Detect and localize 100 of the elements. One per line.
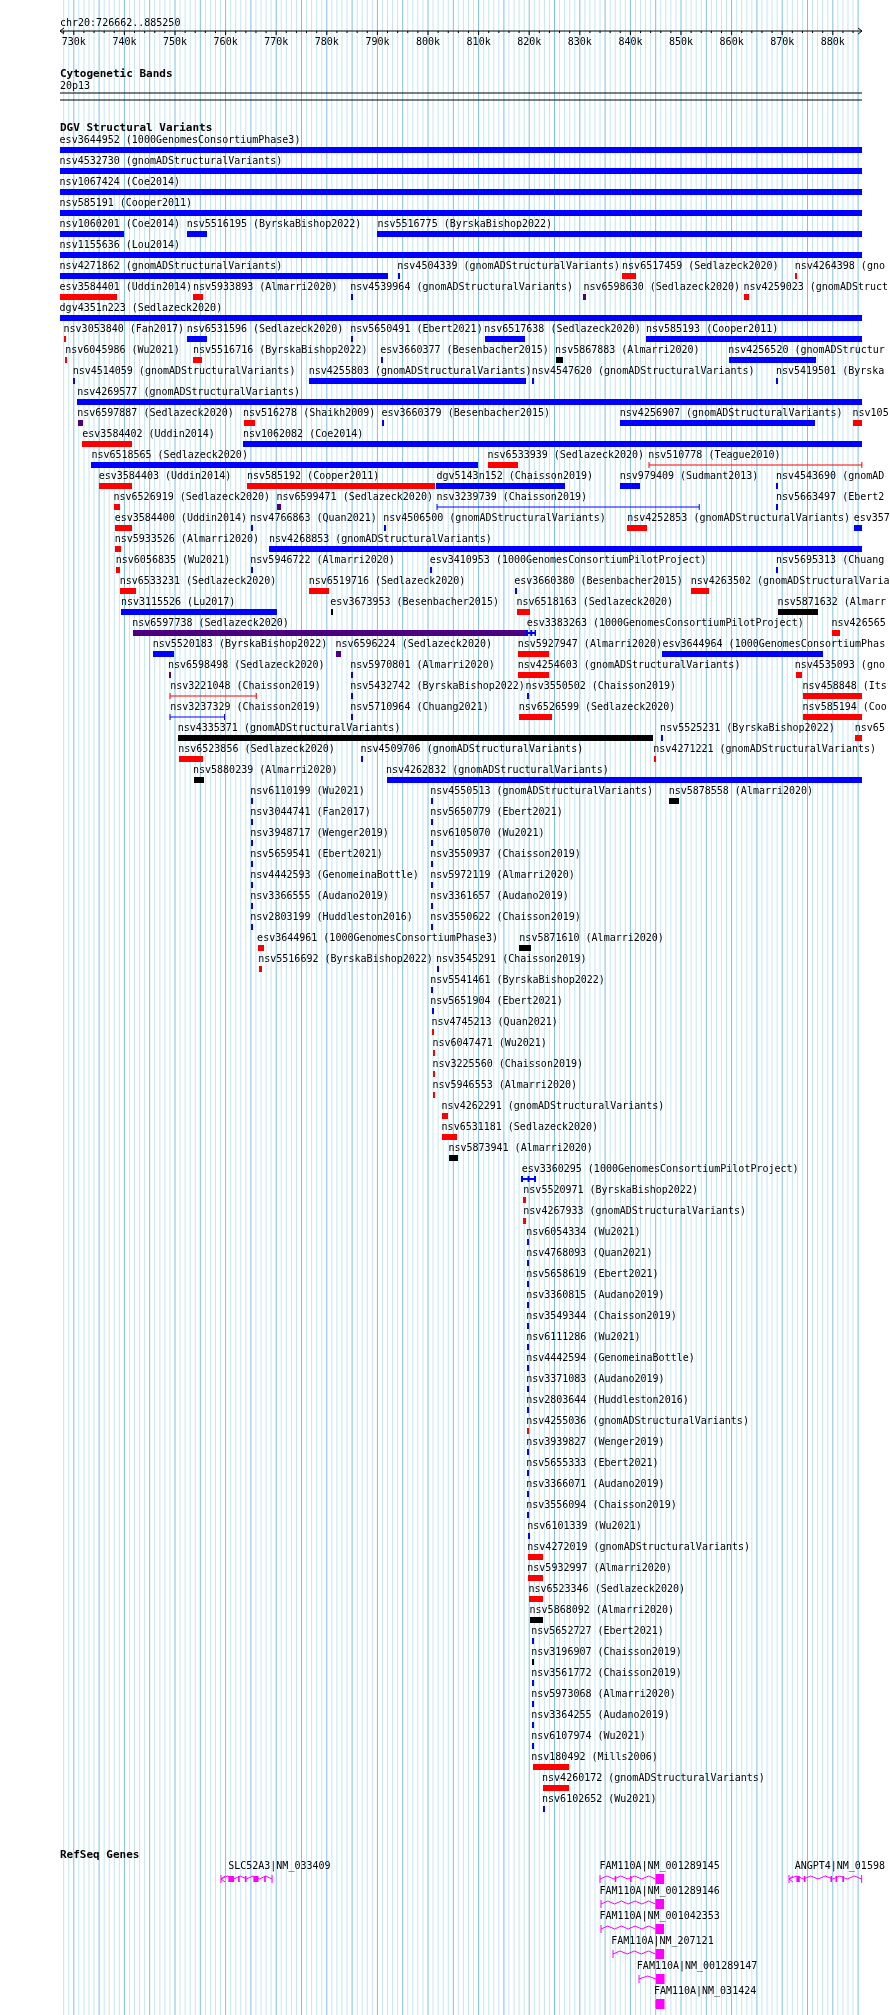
variant-label: nsv4335371 (gnomADStructuralVariants) bbox=[177, 722, 401, 734]
variant-label: nsv3556094 (Chaisson2019) bbox=[526, 1499, 677, 1511]
variant-label: nsv5946553 (Almarri2020) bbox=[432, 1079, 577, 1091]
variant-label: nsv105 bbox=[852, 407, 889, 419]
variant-label: nsv5419501 (Byrska bbox=[775, 365, 885, 377]
variant-label: nsv6526599 (Sedlazeck2020) bbox=[518, 701, 676, 713]
variant-label: nsv5663497 (Ebert2 bbox=[775, 491, 885, 503]
variant-label: nsv4267933 (gnomADStructuralVariants) bbox=[523, 1205, 747, 1217]
position-label: 850k bbox=[669, 36, 694, 48]
variant-label: nsv5973068 (Almarri2020) bbox=[531, 1688, 676, 1700]
variant-label: nsv1067424 (Coe2014) bbox=[59, 176, 180, 188]
position-label: 760k bbox=[213, 36, 238, 48]
variant-label: nsv5516716 (ByrskaBishop2022) bbox=[193, 344, 368, 356]
variant-label: nsv6054334 (Wu2021) bbox=[526, 1226, 641, 1238]
region-label: chr20:726662..885250 bbox=[60, 17, 181, 29]
variant-label: nsv4547620 (gnomADStructuralVariants) bbox=[531, 365, 755, 377]
variant-label: nsv1060201 (Coe2014) bbox=[59, 218, 180, 230]
variant-label: nsv6101339 (Wu2021) bbox=[527, 1520, 642, 1532]
variant-label: nsv4255803 (gnomADStructuralVariants) bbox=[308, 365, 532, 377]
variant-label: esv3360295 (1000GenomesConsortiumPilotProject) bbox=[521, 1163, 799, 1175]
variant-label: nsv6105070 (Wu2021) bbox=[430, 827, 545, 839]
position-label: 880k bbox=[820, 36, 845, 48]
variant-label: nsv4766863 (Quan2021) bbox=[250, 512, 377, 524]
variant-label: nsv3239739 (Chaisson2019) bbox=[436, 491, 587, 503]
variant-label: nsv3550937 (Chaisson2019) bbox=[430, 848, 581, 860]
variant-label: nsv4264398 (gno bbox=[794, 260, 885, 272]
variant-label: nsv5868092 (Almarri2020) bbox=[529, 1604, 675, 1616]
variant-label: nsv5659541 (Ebert2021) bbox=[250, 848, 383, 860]
variant-label: nsv6596224 (Sedlazeck2020) bbox=[335, 638, 492, 650]
variant-label: nsv3561772 (Chaisson2019) bbox=[531, 1667, 682, 1679]
variant-label: nsv4252853 (gnomADStructuralVariants) bbox=[627, 512, 850, 524]
band-label: 20p13 bbox=[60, 80, 91, 92]
variant-label: nsv6597738 (Sedlazeck2020) bbox=[132, 617, 289, 629]
variant-label: nsv6533939 (Sedlazeck2020) bbox=[487, 449, 645, 461]
position-label: 770k bbox=[264, 36, 289, 48]
variant-label: nsv4504339 (gnomADStructuralVariants) bbox=[397, 260, 621, 272]
variant-label: nsv5432742 (ByrskaBishop2022) bbox=[350, 680, 525, 692]
variant-label: esv3410953 (1000GenomesConsortiumPilotProject) bbox=[429, 554, 707, 566]
variant-label: nsv6519716 (Sedlazeck2020) bbox=[308, 575, 466, 587]
variant-label: esv3660380 (Besenbacher2015) bbox=[514, 575, 683, 587]
variant-label: nsv3221048 (Chaisson2019) bbox=[170, 680, 321, 692]
variant-label: nsv4256520 (gnomADStructur bbox=[728, 344, 885, 356]
variant-label: nsv585191 (Cooper2011) bbox=[59, 197, 193, 209]
variant-label: nsv426565 bbox=[831, 617, 886, 629]
variant-label: nsv6045986 (Wu2021) bbox=[65, 344, 180, 356]
variant-label: nsv5878558 (Almarri2020) bbox=[668, 785, 814, 797]
variant-label: nsv5970801 (Almarri2020) bbox=[350, 659, 495, 671]
variant-label: nsv5651904 (Ebert2021) bbox=[430, 995, 563, 1007]
variant-label: nsv6531596 (Sedlazeck2020) bbox=[186, 323, 344, 335]
variant-label: nsv3360815 (Audano2019) bbox=[526, 1289, 665, 1301]
variant-label: nsv4539964 (gnomADStructuralVariants) bbox=[350, 281, 573, 293]
gene-label: SLC52A3|NM_033409 bbox=[228, 1860, 331, 1872]
variant-label: nsv6056835 (Wu2021) bbox=[115, 554, 231, 566]
variant-label: nsv585193 (Cooper2011) bbox=[645, 323, 779, 335]
variant-label: nsv4260172 (gnomADStructuralVariants) bbox=[542, 1772, 765, 1784]
variant-label: nsv6597887 (Sedlazeck2020) bbox=[77, 407, 234, 419]
gene-label: FAM110A|NM_001289146 bbox=[599, 1885, 720, 1897]
variant-label: nsv516278 (Shaikh2009) bbox=[242, 407, 376, 419]
variant-label: nsv3371083 (Audano2019) bbox=[526, 1373, 665, 1385]
variant-label: nsv5932997 (Almarri2020) bbox=[527, 1562, 672, 1574]
variant-label: nsv5541461 (ByrskaBishop2022) bbox=[430, 974, 605, 986]
variant-label: nsv5520971 (ByrskaBishop2022) bbox=[523, 1184, 698, 1196]
variant-label: nsv5695313 (Chuang bbox=[775, 554, 885, 566]
variant-label: nsv5655333 (Ebert2021) bbox=[526, 1457, 659, 1469]
variant-label: nsv4745213 (Quan2021) bbox=[431, 1016, 558, 1028]
variant-label: nsv4509706 (gnomADStructuralVariants) bbox=[360, 743, 584, 755]
variant-label: nsv4259023 (gnomADStruct bbox=[743, 281, 889, 293]
variant-label: nsv4269577 (gnomADStructuralVariants) bbox=[77, 386, 300, 398]
variant-label: nsv1155636 (Lou2014) bbox=[59, 239, 180, 251]
variant-label: nsv6107974 (Wu2021) bbox=[531, 1730, 646, 1742]
position-label: 870k bbox=[770, 36, 795, 48]
variant-label: nsv3361657 (Audano2019) bbox=[430, 890, 569, 902]
variant-label: nsv2803199 (Huddleston2016) bbox=[250, 911, 413, 923]
position-label: 740k bbox=[112, 36, 137, 48]
variant-label: nsv5650779 (Ebert2021) bbox=[430, 806, 563, 818]
variant-label: nsv4532730 (gnomADStructuralVariants) bbox=[59, 155, 283, 167]
variant-label: nsv4254603 (gnomADStructuralVariants) bbox=[517, 659, 741, 671]
position-label: 800k bbox=[416, 36, 441, 48]
variant-label: nsv6047471 (Wu2021) bbox=[432, 1037, 547, 1049]
variant-label: nsv4256907 (gnomADStructuralVariants) bbox=[619, 407, 843, 419]
variant-label: nsv6102652 (Wu2021) bbox=[542, 1793, 657, 1805]
position-label: 820k bbox=[517, 36, 542, 48]
variant-label: nsv5871632 (Almarr bbox=[777, 596, 886, 608]
variant-label: nsv5871610 (Almarri2020) bbox=[519, 932, 664, 944]
variant-label: esv3673953 (Besenbacher2015) bbox=[330, 596, 499, 608]
gene-label: ANGPT4|NM_01598 bbox=[794, 1860, 885, 1872]
position-label: 830k bbox=[567, 36, 592, 48]
variant-label: nsv5867883 (Almarri2020) bbox=[555, 344, 700, 356]
variant-label: nsv3115526 (Lu2017) bbox=[120, 596, 236, 608]
variant-label: dgv4351n223 (Sedlazeck2020) bbox=[59, 302, 223, 314]
variant-label: nsv5516692 (ByrskaBishop2022) bbox=[258, 953, 433, 965]
variant-label: nsv4543690 (gnomAD bbox=[775, 470, 885, 482]
variant-label: nsv6111286 (Wu2021) bbox=[526, 1331, 641, 1343]
track-title: Cytogenetic Bands bbox=[60, 68, 173, 80]
variant-label: nsv3549344 (Chaisson2019) bbox=[526, 1310, 677, 1322]
variant-label: nsv3550622 (Chaisson2019) bbox=[430, 911, 581, 923]
position-label: 750k bbox=[163, 36, 188, 48]
gene-label: FAM110A|NM_001289147 bbox=[636, 1960, 758, 1972]
track-title: DGV Structural Variants bbox=[60, 122, 213, 134]
variant-label: nsv5933526 (Almarri2020) bbox=[114, 533, 260, 545]
